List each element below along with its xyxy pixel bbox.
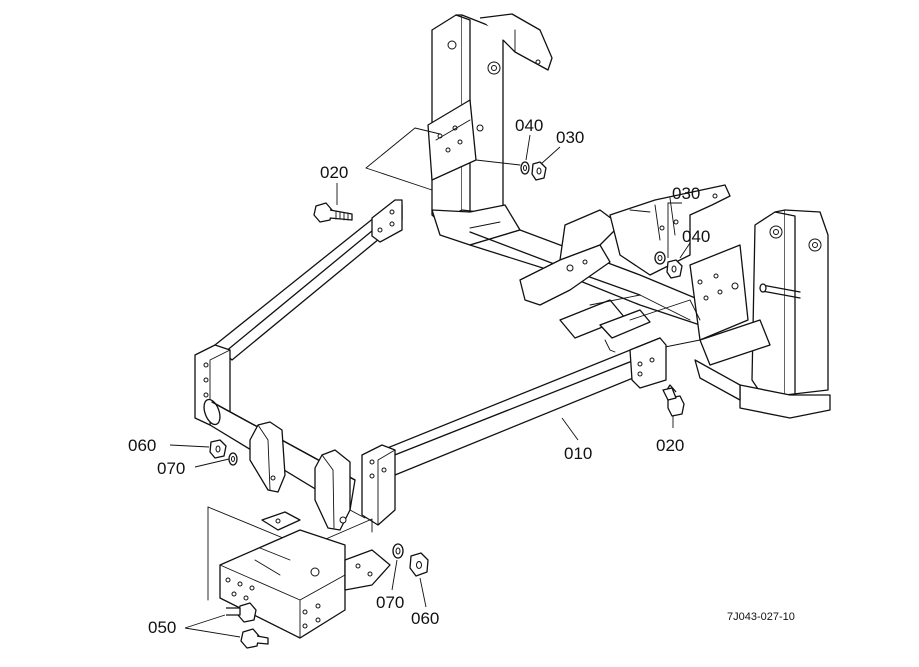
callout-040-right: 040 xyxy=(682,227,710,246)
callout-020-right: 020 xyxy=(656,436,684,455)
washer-070-bottom xyxy=(392,543,404,559)
washer-040-upper xyxy=(520,161,530,175)
nut-030-upper xyxy=(531,161,547,181)
callout-040-top: 040 xyxy=(515,116,543,135)
left-mount-bracket xyxy=(427,13,553,246)
front-mount-plate xyxy=(207,506,391,639)
callout-050: 050 xyxy=(148,618,176,637)
callout-070-left: 070 xyxy=(157,459,185,478)
callout-060-bottom: 060 xyxy=(411,609,439,628)
nut-060-left xyxy=(209,439,227,459)
callout-010: 010 xyxy=(564,444,592,463)
alignment-lines xyxy=(365,127,691,321)
bolt-050-upper xyxy=(226,602,257,623)
callout-030-right: 030 xyxy=(672,184,700,203)
washer-070-left xyxy=(228,452,238,466)
leader-lines xyxy=(169,134,691,638)
callout-030-top: 030 xyxy=(556,128,584,147)
subframe-010 xyxy=(194,199,667,531)
nut-060-bottom xyxy=(409,552,429,577)
callout-020-top: 020 xyxy=(320,163,348,182)
callout-060-left: 060 xyxy=(128,436,156,455)
bolt-050-lower xyxy=(240,628,269,649)
cross-member xyxy=(469,209,701,353)
bolt-020-top xyxy=(313,202,353,223)
nut-030-right xyxy=(666,259,683,279)
drawing-code: 7J043-027-10 xyxy=(727,611,795,623)
bolt-020-right xyxy=(662,384,685,417)
callout-070-bottom: 070 xyxy=(376,593,404,612)
washer-040-right xyxy=(654,251,666,265)
